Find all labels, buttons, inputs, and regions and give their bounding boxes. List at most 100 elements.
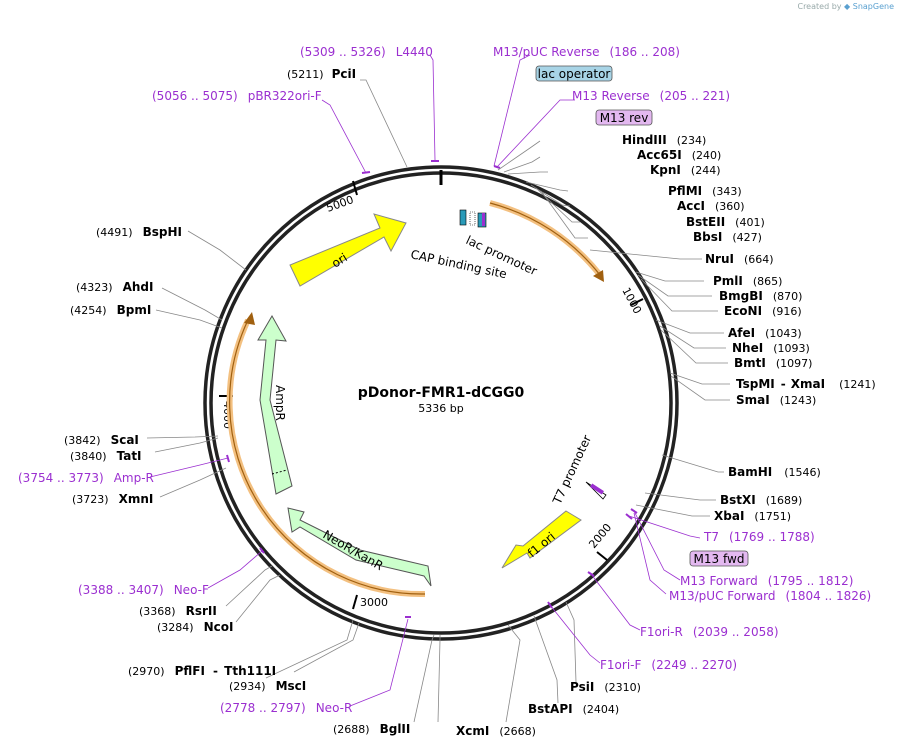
primer-range: (5056 .. 5075): [152, 89, 238, 103]
site-pos: (1243): [780, 394, 817, 407]
ori-arrow: [289, 213, 407, 287]
orf-track-lac-line: [489, 202, 601, 276]
svg-text:EcoNI(916): EcoNI(916): [724, 304, 802, 318]
svg-text:(3842)ScaI: (3842)ScaI: [64, 433, 139, 447]
svg-text:F1ori-R(2039 .. 2058): F1ori-R(2039 .. 2058): [640, 625, 779, 639]
site-pos: (244): [691, 164, 721, 177]
site-name: AhdI: [123, 280, 154, 294]
svg-text:2000: 2000: [586, 521, 614, 551]
site-pos: (234): [677, 134, 707, 147]
primer-name: M13 Reverse: [572, 89, 650, 103]
site-leaders: [146, 79, 730, 723]
svg-text:(3368)RsrII: (3368)RsrII: [139, 604, 217, 618]
ampr-label: AmpR: [273, 385, 287, 421]
primer-name: Neo-R: [316, 701, 353, 715]
svg-text:(2934)MscI: (2934)MscI: [229, 679, 306, 693]
svg-text:BbsI(427): BbsI(427): [693, 230, 762, 244]
site-pos: (360): [715, 200, 745, 213]
svg-text:(2778 .. 2797)Neo-R: (2778 .. 2797)Neo-R: [220, 701, 352, 715]
primer-range: (3388 .. 3407): [78, 583, 164, 597]
site-name: SmaI: [736, 393, 770, 407]
site-name: BpmI: [117, 303, 152, 317]
site-name: PflMI: [668, 184, 702, 198]
m13-rev-box: M13 rev: [595, 109, 653, 126]
primer-range: (1769 .. 1788): [729, 530, 815, 544]
site-pos: (427): [732, 231, 762, 244]
svg-text:(5056 .. 5075)pBR322ori-F: (5056 .. 5075)pBR322ori-F: [152, 89, 322, 103]
svg-text:M13 rev: M13 rev: [600, 111, 649, 125]
svg-text:F1ori-F(2249 .. 2270): F1ori-F (2249 .. 2270): [600, 658, 737, 672]
site-name: MscI: [276, 679, 307, 693]
svg-text:AfeI(1043): AfeI (1043): [728, 326, 802, 340]
site-name: XbaI: [714, 509, 744, 523]
primer-range: (186 .. 208): [610, 45, 680, 59]
site-name: PmlI: [713, 274, 743, 288]
svg-text:SmaI(1243): SmaI (1243): [736, 393, 816, 407]
primer-name: Neo-F: [174, 583, 209, 597]
site-pos: (865): [753, 275, 783, 288]
lac-operator-box: lac operator: [535, 65, 613, 82]
site-pos: (240): [692, 149, 722, 162]
lac-operator-mark: [469, 211, 476, 226]
site-labels: (5211)PciI HindIII(234) Acc65I(240) KpnI…: [64, 67, 876, 738]
site-pos: (664): [744, 253, 774, 266]
primer-name: F1ori-R: [640, 625, 683, 639]
cap-site-mark: [459, 209, 467, 226]
tick-2000: 2000: [586, 521, 614, 561]
site-name: BspHI: [143, 225, 182, 239]
site-name: ScaI: [111, 433, 139, 447]
site-pos: (3840): [70, 450, 107, 463]
primer-range: (2249 .. 2270): [651, 658, 737, 672]
credit-brand: SnapGene: [852, 2, 894, 11]
svg-text:Acc65I(240): Acc65I (240): [637, 148, 721, 162]
site-pos: (2668): [499, 725, 536, 738]
snapgene-credit: Created by ◆ SnapGene: [797, 2, 894, 11]
site-pos: (2970): [128, 665, 165, 678]
svg-text:(3284)NcoI: (3284)NcoI: [157, 620, 233, 634]
orf-arrowhead-lac: [593, 270, 604, 282]
site-pos: (1097): [776, 357, 813, 370]
site-name: AccI: [677, 199, 705, 213]
svg-text:(3840)TatI: (3840)TatI: [70, 449, 142, 463]
svg-text:TspMI-XmaI(1241): TspMI-XmaI(1241): [736, 377, 876, 391]
site-name: BamHI: [728, 465, 772, 479]
site-pos: (870): [773, 290, 803, 303]
site-pos: (4491): [96, 226, 133, 239]
svg-text:(5211)PciI: (5211)PciI: [287, 67, 356, 81]
svg-text:(5309 .. 5326)L4440: (5309 .. 5326)L4440: [300, 45, 433, 59]
site-name: XcmI: [456, 724, 489, 738]
site-name: NcoI: [204, 620, 234, 634]
svg-text:(2970)PflFI-Tth111I: (2970)PflFI-Tth111I: [128, 664, 276, 678]
site-pos: (1689): [766, 494, 803, 507]
t7-promoter-label: T7 promoter: [550, 433, 595, 507]
site-name: AfeI: [728, 326, 755, 340]
svg-text:M13/pUC Forward(1804 .. 1826): M13/pUC Forward(1804 .. 1826): [669, 589, 871, 603]
svg-text:PmlI(865): PmlI (865): [713, 274, 782, 288]
svg-text:(4323)AhdI: (4323)AhdI: [76, 280, 153, 294]
primer-leaders: [149, 54, 701, 707]
plasmid-name: pDonor-FMR1-dCGG0: [358, 385, 525, 401]
site-pos: (1751): [754, 510, 791, 523]
orf-track-amp-line: [229, 319, 426, 595]
svg-text:M13 Forward(1795 .. 1812): M13 Forward(1795 .. 1812): [680, 574, 853, 588]
m13-fwd-mark: [590, 483, 604, 495]
site-pos: (401): [735, 216, 765, 229]
site-name: Acc65I: [637, 148, 682, 162]
svg-text:lac operator: lac operator: [538, 67, 611, 81]
site-name: EcoNI: [724, 304, 762, 318]
site-name: NruI: [705, 252, 734, 266]
site-name: BglII: [380, 722, 411, 736]
primer-name: F1ori-F: [600, 658, 641, 672]
svg-text:M13/pUC Reverse(186 .. 208): M13/pUC Reverse(186 .. 208): [493, 45, 680, 59]
backbone-outer: [203, 165, 679, 641]
site-name: NheI: [732, 341, 763, 355]
svg-text:NruI(664): NruI (664): [705, 252, 774, 266]
svg-text:AccI(360): AccI (360): [677, 199, 745, 213]
tick-3000: 3000: [352, 594, 388, 610]
svg-text:PflMI(343): PflMI(343): [668, 184, 742, 198]
site-name: BstXI: [720, 493, 756, 507]
site-pos: (1093): [773, 342, 810, 355]
svg-text:(3723)XmnI: (3723)XmnI: [72, 492, 153, 506]
primer-name: M13 Forward: [680, 574, 758, 588]
site-pos: (1043): [765, 327, 802, 340]
